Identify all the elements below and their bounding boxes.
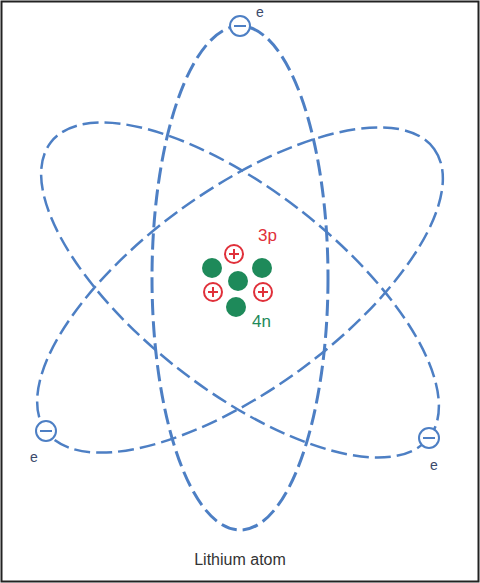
label-anchor: 4n — [252, 312, 271, 332]
caption-anchor: Lithium atom — [0, 551, 480, 569]
electron-orbits — [0, 26, 480, 530]
neutron — [226, 297, 246, 317]
electron-symbol — [419, 428, 439, 448]
orbit-vertical — [152, 26, 328, 530]
neutron — [202, 258, 222, 278]
figure-caption: Lithium atom — [194, 551, 286, 568]
orbit-left — [0, 68, 480, 512]
proton — [204, 283, 222, 301]
neutron-count: 4n — [252, 312, 271, 331]
nucleus — [202, 245, 272, 317]
label-anchor: e — [430, 456, 438, 474]
proton — [254, 283, 272, 301]
electrons — [36, 16, 439, 448]
label-anchor: e — [30, 448, 38, 466]
neutron — [252, 258, 272, 278]
label-anchor: e — [256, 3, 264, 21]
electron-label: e — [430, 457, 438, 473]
proton-count: 3p — [258, 226, 277, 245]
neutron — [228, 271, 248, 291]
electron-label: e — [256, 4, 264, 20]
label-anchor: 3p — [258, 226, 277, 246]
proton — [225, 245, 243, 263]
electron-symbol — [230, 16, 250, 36]
electron-symbol — [36, 421, 56, 441]
electron-label: e — [30, 449, 38, 465]
